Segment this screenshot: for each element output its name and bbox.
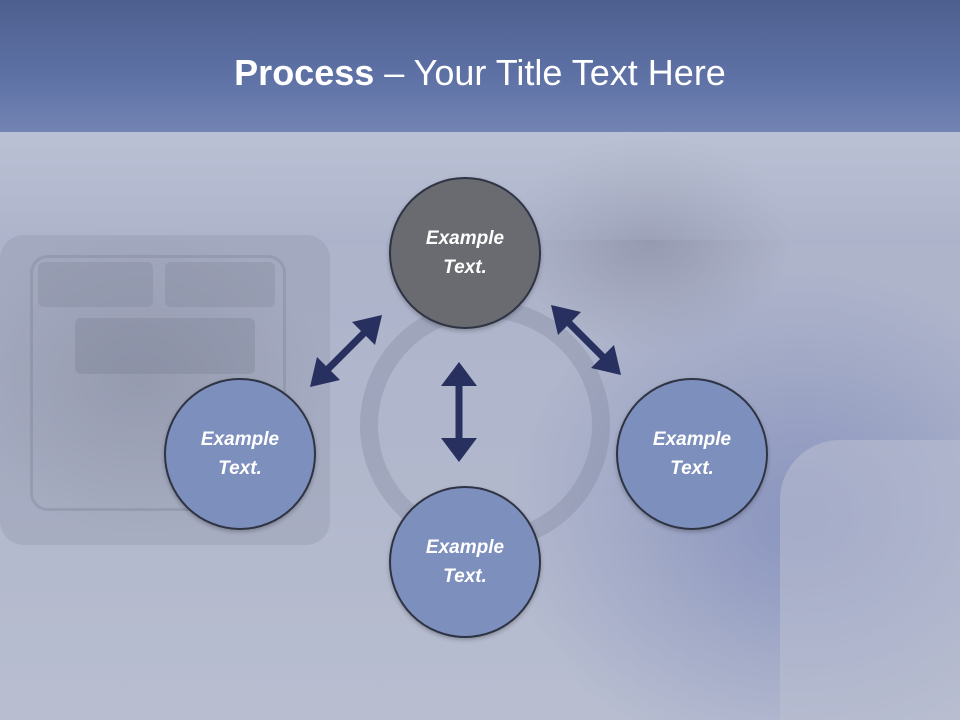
- title-bar: Process – Your Title Text Here: [0, 0, 960, 132]
- title-bold: Process: [234, 52, 375, 93]
- node-label-line2: Text.: [443, 257, 487, 278]
- air-vent: [165, 262, 275, 307]
- node-label-line2: Text.: [218, 458, 262, 479]
- node-label-line1: Example: [425, 537, 505, 558]
- node-label-line1: Example: [200, 429, 280, 450]
- arrow-top-right: [551, 305, 621, 375]
- seat: [780, 440, 960, 720]
- arrow-top-left: [310, 315, 382, 387]
- title-rest: – Your Title Text Here: [374, 52, 726, 93]
- arrow-vertical: [441, 362, 477, 462]
- node-label-line2: Text.: [670, 458, 714, 479]
- node-label-line1: Example: [652, 429, 732, 450]
- node-label-line1: Example: [425, 228, 505, 249]
- center-console: [30, 255, 286, 511]
- node-label-line2: Text.: [443, 566, 487, 587]
- slide-title: Process – Your Title Text Here: [0, 52, 960, 94]
- car-radio: [75, 318, 255, 374]
- air-vent: [38, 262, 153, 307]
